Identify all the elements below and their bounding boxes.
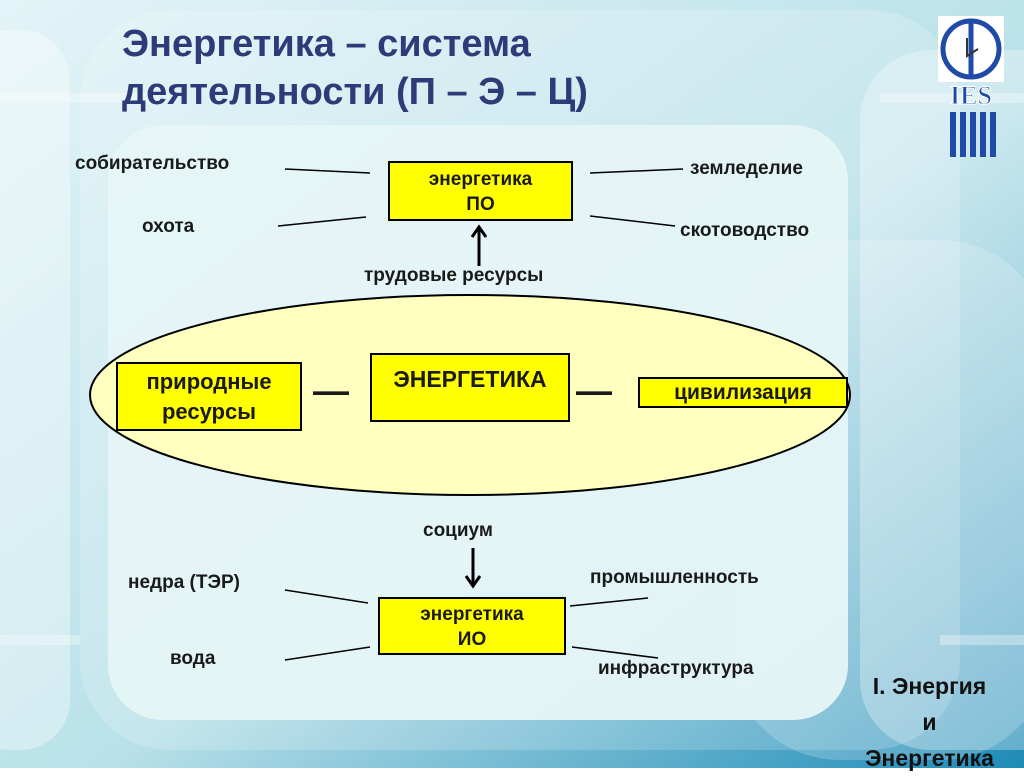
water-label: вода — [170, 648, 216, 669]
slide-title: Энергетика – система деятельности (П – Э… — [122, 20, 588, 116]
energy-po-line2: ПО — [466, 194, 495, 215]
energy-po-box: энергетика ПО — [388, 161, 573, 221]
industry-label: промышленность — [590, 567, 759, 588]
clock-logo-icon: IES — [938, 16, 1004, 157]
section-line1: I. Энергия — [872, 673, 987, 699]
energy-io-box: энергетика ИО — [378, 597, 566, 655]
natural-resources-line1: природные — [146, 369, 272, 394]
labor-resources-label: трудовые ресурсы — [364, 265, 544, 286]
title-line-2: деятельности (П – Э – Ц) — [122, 71, 588, 113]
energetics-label: ЭНЕРГЕТИКА — [393, 366, 547, 392]
natural-resources-box: природные ресурсы — [116, 362, 302, 431]
section-line2: и — [922, 709, 937, 735]
logo-text: IES — [950, 81, 992, 110]
civilization-box: цивилизация — [638, 377, 848, 408]
energetics-box: ЭНЕРГЕТИКА — [370, 353, 570, 422]
gathering-label: собирательство — [75, 153, 230, 174]
natural-resources-line2: ресурсы — [161, 399, 257, 424]
right-connector: — — [576, 370, 612, 411]
energy-po-line1: энергетика — [428, 169, 533, 190]
socium-label: социум — [423, 520, 493, 541]
hunting-label: охота — [142, 216, 195, 237]
infrastructure-label: инфраструктура — [598, 658, 754, 679]
civilization-label: цивилизация — [674, 381, 812, 404]
title-line-1: Энергетика – система — [122, 23, 531, 65]
subsoil-label: недра (ТЭР) — [128, 572, 241, 593]
left-connector: — — [313, 370, 349, 411]
section-label: I. Энергия и Энергетика — [842, 668, 1017, 776]
section-line3: Энергетика — [865, 745, 994, 771]
energy-io-line2: ИО — [457, 629, 487, 650]
agriculture-label: земледелие — [690, 158, 803, 179]
energy-io-line1: энергетика — [420, 604, 524, 625]
cattle-breeding-label: скотоводство — [680, 220, 810, 241]
